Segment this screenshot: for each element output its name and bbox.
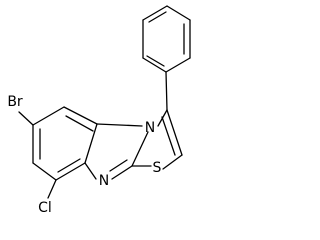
- atom-label-s: S: [153, 160, 162, 176]
- bond: [142, 57, 167, 73]
- atom-label-cl: Cl: [38, 200, 52, 216]
- bond: [96, 123, 143, 127]
- bond: [166, 5, 191, 21]
- bond-to-cl: [47, 179, 57, 199]
- bond: [165, 71, 168, 111]
- double-bond-inner: [161, 116, 176, 156]
- thiazole-ring: [131, 109, 183, 170]
- bond: [84, 123, 98, 164]
- bond: [84, 162, 97, 180]
- bond: [165, 57, 191, 73]
- bond: [32, 106, 65, 126]
- double-bond-inner: [109, 159, 128, 172]
- bond: [32, 162, 57, 181]
- bond: [142, 5, 168, 21]
- phenyl-ring: [142, 5, 191, 73]
- bond: [157, 109, 168, 127]
- benzene-ring: [32, 106, 98, 181]
- bond: [166, 109, 183, 156]
- bond: [131, 131, 149, 167]
- bond: [55, 162, 86, 181]
- atom-label-n-bridge: N: [145, 120, 155, 136]
- double-bond-inner: [65, 115, 94, 132]
- bond-to-br: [18, 111, 34, 126]
- atom-label-n-ring: N: [99, 173, 109, 189]
- atom-label-br: Br: [7, 94, 23, 110]
- chemical-structure: Br Cl N N S: [7, 5, 191, 216]
- double-bond-inner: [57, 158, 81, 173]
- imidazole-ring: [84, 123, 143, 180]
- bond: [111, 165, 133, 180]
- double-bond-inner: [146, 55, 165, 67]
- bond: [63, 106, 98, 125]
- bond: [162, 154, 183, 170]
- double-bond-inner: [148, 11, 167, 23]
